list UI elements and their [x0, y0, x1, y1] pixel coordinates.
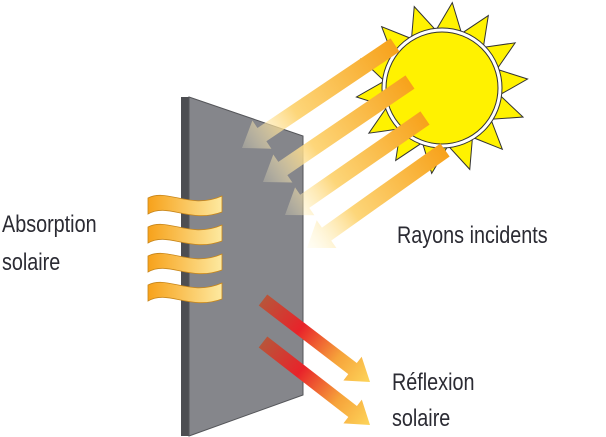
incident-arrow-4 — [307, 143, 450, 249]
incident-arrow-3 — [285, 111, 430, 216]
absorption-label-line1: Absorption — [2, 210, 97, 237]
reflected-arrow-1 — [258, 294, 370, 382]
incident-arrow-1 — [242, 38, 400, 149]
heat-wave — [147, 252, 223, 275]
incident-rays — [242, 38, 450, 249]
sun-ray — [436, 1, 462, 32]
reflected-arrow-2 — [258, 336, 371, 426]
reflection-label-line1: Réflexion — [392, 368, 474, 395]
heat-wave — [147, 281, 223, 304]
absorption-label-line2: solaire — [2, 248, 60, 275]
absorption-waves — [147, 194, 223, 304]
reflected-rays — [258, 294, 371, 426]
sun-ray — [498, 69, 529, 95]
incident-label: Rayons incidents — [397, 221, 548, 248]
reflection-label-line2: solaire — [392, 404, 450, 431]
heat-wave — [147, 223, 223, 246]
incident-arrow-2 — [263, 75, 415, 183]
heat-wave — [147, 194, 223, 217]
